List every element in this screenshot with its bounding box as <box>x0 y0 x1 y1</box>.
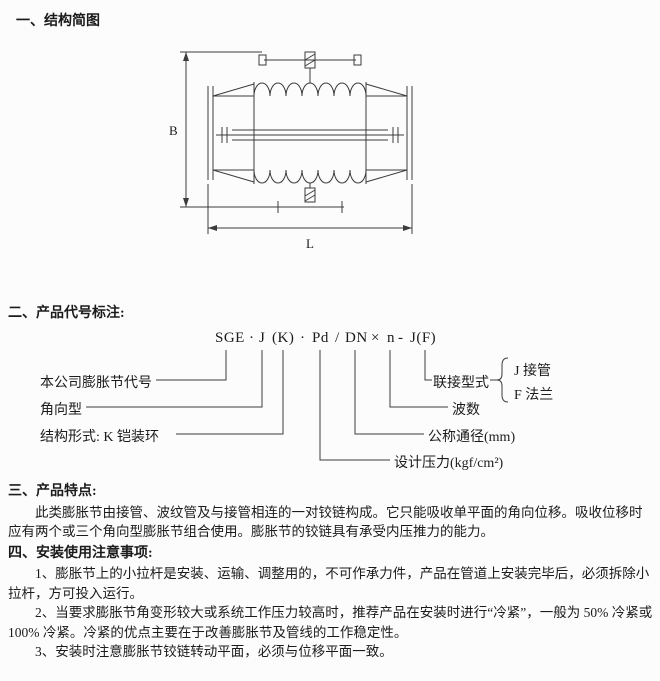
top-tie-rod <box>258 51 362 83</box>
code-separator: × <box>371 330 380 346</box>
dimension-l: L <box>207 184 413 251</box>
section4-heading: 四、安装使用注意事项: <box>8 545 153 561</box>
arrow-up-icon <box>183 52 189 61</box>
leader-design-pressure <box>319 350 390 461</box>
label-structure-form: 结构形式: K 铠装环 <box>40 430 159 445</box>
code-segment-angular: J <box>259 330 266 346</box>
code-segment-structure: (K) <box>272 330 295 346</box>
leader-nominal-diameter <box>354 350 424 435</box>
leader-structure <box>176 350 284 435</box>
arrow-down-icon <box>183 198 189 207</box>
arrow-right-icon <box>403 225 412 231</box>
dim-b-label: B <box>169 123 178 138</box>
dim-l-label: L <box>306 236 314 251</box>
label-design-pressure: 设计压力(kgf/cm²) <box>394 456 504 471</box>
section3-heading: 三、产品特点: <box>8 484 97 499</box>
code-segment-company: SGE <box>215 330 245 346</box>
note-item-2: 2、当要求膨胀节角变形较大或系统工作压力较高时，推荐产品在安装时进行“冷紧”，一… <box>8 605 653 640</box>
note-item-3: 3、安装时注意膨胀节铰链转动平面，必须与位移平面一致。 <box>35 644 393 659</box>
leader-angular <box>86 350 263 408</box>
hinge-assembly <box>216 127 404 143</box>
code-segment-waves: n <box>387 330 395 346</box>
label-wave-count: 波数 <box>452 403 480 418</box>
option-pipe-connection: J 接管 <box>514 364 551 379</box>
text-sections: 三、产品特点: 此类膨胀节由接管、波纹管及与接管相连的一对铰链构成。它只能吸收单… <box>8 480 654 662</box>
dimension-b: B <box>169 51 276 208</box>
note-item-1: 1、膨胀节上的小拉杆是安装、运输、调整用的，不可作承力件，产品在管道上安装完毕后… <box>8 566 650 601</box>
bottom-lug <box>276 183 344 213</box>
code-segment-connection: J(F) <box>410 330 437 346</box>
code-separator: · <box>249 330 255 346</box>
product-code-diagram: SGE · J (K) · Pd / DN × n - J(F) 本公司膨胀节代… <box>0 328 660 480</box>
leader-connection-type <box>424 350 432 381</box>
label-nominal-diameter: 公称通径(mm) <box>428 430 516 445</box>
section1-heading: 一、结构简图 <box>16 14 100 29</box>
label-connection-type: 联接型式 <box>433 376 489 391</box>
code-separator: · <box>300 330 306 346</box>
code-separator: - <box>398 330 404 346</box>
leader-wave-count <box>389 350 448 408</box>
leader-company <box>156 350 227 381</box>
pipe-left <box>207 83 255 183</box>
code-segment-pressure: Pd <box>312 330 329 346</box>
leader-lines <box>86 350 509 461</box>
option-flange-connection: F 法兰 <box>514 388 554 403</box>
section3-body: 此类膨胀节由接管、波纹管及与接管相连的一对铰链构成。它只能吸收单平面的角向位移。… <box>8 504 643 540</box>
pipe-right <box>365 83 413 183</box>
code-separator: / <box>335 330 340 346</box>
label-company-code: 本公司膨胀节代号 <box>40 376 152 391</box>
section2-heading: 二、产品代号标注: <box>8 306 125 321</box>
code-segment-diameter: DN <box>345 330 368 346</box>
label-angular-type: 角向型 <box>40 403 82 418</box>
brace-icon <box>496 357 509 403</box>
expansion-joint-structure-diagram: B L <box>169 51 413 251</box>
bellows <box>253 82 367 184</box>
arrow-left-icon <box>208 225 217 231</box>
